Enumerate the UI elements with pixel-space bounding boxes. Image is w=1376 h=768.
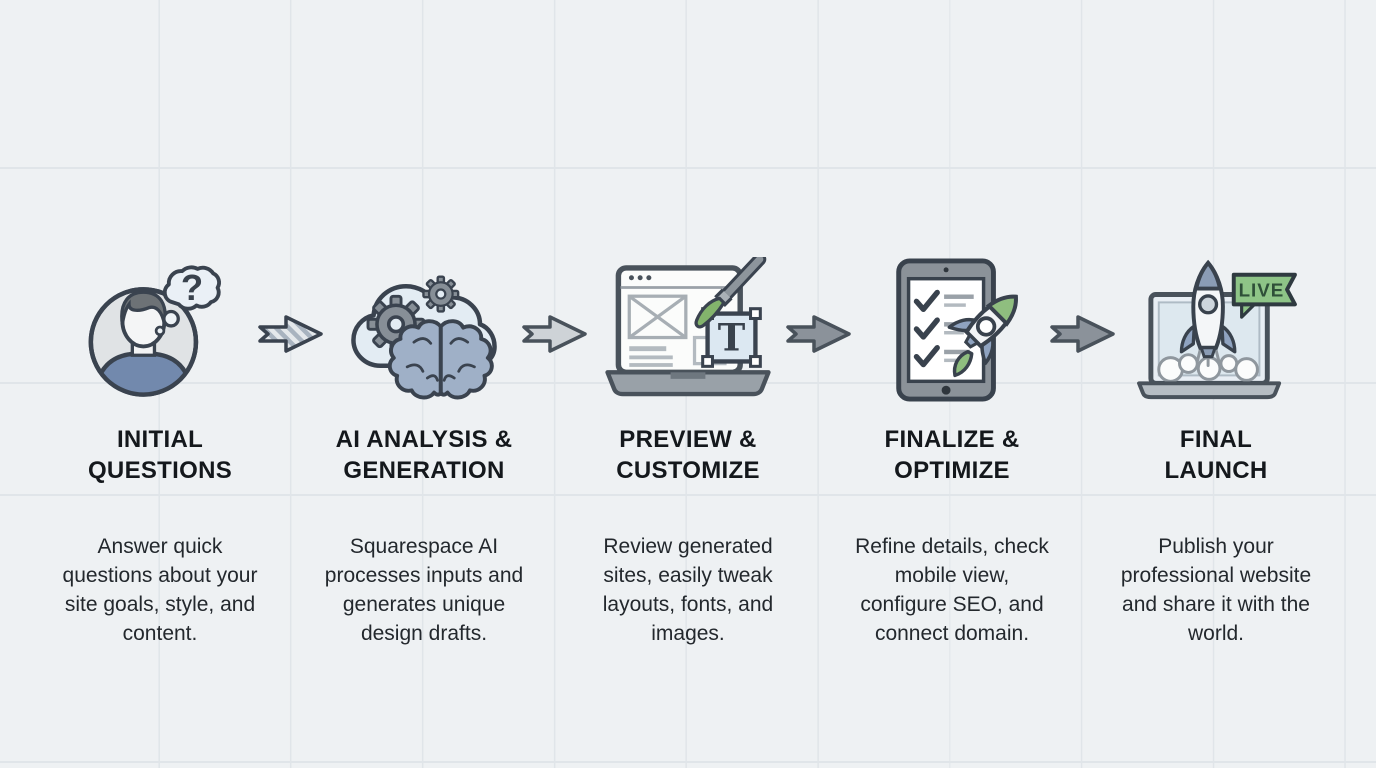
step-title-line: FINAL xyxy=(1179,426,1253,453)
step-title-line: AI ANALYSIS & xyxy=(335,426,513,453)
text-tool-glyph: T xyxy=(718,316,746,360)
arrow-slot xyxy=(786,255,851,405)
gear-small-icon xyxy=(422,275,460,313)
thought-dot-small xyxy=(154,325,166,337)
question-mark: ? xyxy=(181,267,203,308)
arrow-slot xyxy=(522,255,587,405)
cloud-gears-brain-icon xyxy=(351,275,497,400)
step-title: FINALIZE & OPTIMIZE xyxy=(885,424,1020,486)
live-badge: LIVE xyxy=(1231,272,1297,319)
step-description: Refine details, check mobile view, confi… xyxy=(855,535,1049,646)
step-title: AI ANALYSIS & GENERATION xyxy=(336,424,513,486)
step-finalize-optimize: FINALIZE & OPTIMIZE Refine details, chec… xyxy=(847,255,1057,670)
step-description: Publish your professional website and sh… xyxy=(1120,535,1312,646)
smoke-clouds xyxy=(1157,353,1259,383)
step-icon-area xyxy=(873,255,1031,405)
live-badge-label: LIVE xyxy=(1239,279,1285,300)
step-icon-area: ? xyxy=(77,255,243,405)
arrow-right-icon xyxy=(786,315,851,353)
step-initial-questions: ? INITIAL QUESTIONS Answer quick questio… xyxy=(55,255,265,670)
paintbrush-icon xyxy=(694,257,767,329)
step-title-line: GENERATION xyxy=(343,457,505,485)
step-icon-area: T xyxy=(601,255,775,405)
arrow-right-icon xyxy=(522,315,587,353)
step-title-line: LAUNCH xyxy=(1164,457,1268,485)
step-title-line: INITIAL xyxy=(116,426,204,453)
avatar-hair xyxy=(120,290,167,325)
step-title-line: QUESTIONS xyxy=(87,457,233,485)
grid-line-horizontal xyxy=(0,494,1376,496)
grid-line-horizontal xyxy=(0,167,1376,169)
laptop-base xyxy=(1137,381,1282,400)
thought-dot-large xyxy=(162,309,180,328)
step-description: Squarespace AI processes inputs and gene… xyxy=(324,535,524,646)
step-title: INITIAL QUESTIONS xyxy=(88,424,232,486)
thought-bubble xyxy=(162,265,221,311)
image-placeholder xyxy=(627,294,688,340)
grid-line-horizontal xyxy=(0,761,1376,763)
brain-icon xyxy=(387,319,494,400)
step-icon-area xyxy=(340,255,508,405)
exhaust-leaf xyxy=(952,349,974,378)
workflow-steps: ? INITIAL QUESTIONS Answer quick questio… xyxy=(55,255,1321,670)
rocket-icon xyxy=(1179,259,1237,359)
step-preview-customize: T xyxy=(583,255,793,670)
rocket-icon xyxy=(947,294,1018,365)
arrow-slot xyxy=(258,255,323,405)
arrow-slot xyxy=(1050,255,1115,405)
step-title-line: OPTIMIZE xyxy=(894,457,1010,485)
step-description: Answer quick questions about your site g… xyxy=(62,535,258,646)
laptop-rocket-launch-icon: LIVE xyxy=(1137,259,1297,400)
user-question-icon: ? xyxy=(88,265,221,397)
step-title: PREVIEW & CUSTOMIZE xyxy=(616,424,760,486)
step-title-line: CUSTOMIZE xyxy=(616,457,760,485)
step-ai-analysis-generation: AI ANALYSIS & GENERATION Squarespace AI … xyxy=(319,255,529,670)
step-title-line: FINALIZE & xyxy=(884,426,1020,453)
arrow-right-icon xyxy=(258,315,323,353)
tablet-checklist-rocket-icon xyxy=(896,258,1018,402)
step-icon-area: LIVE xyxy=(1131,255,1301,405)
step-description: Review generated sites, easily tweak lay… xyxy=(602,535,774,646)
home-button xyxy=(941,385,951,395)
laptop-base xyxy=(605,370,771,397)
arrow-right-icon xyxy=(1050,315,1115,353)
browser-dots xyxy=(628,275,652,281)
laptop-paintbrush-text-icon: T xyxy=(605,257,771,397)
text-lines xyxy=(629,346,673,367)
step-title: FINAL LAUNCH xyxy=(1164,424,1267,486)
step-title-line: PREVIEW & xyxy=(619,426,757,453)
avatar-shoulders xyxy=(92,351,195,395)
step-final-launch: LIVE FINAL LAUNCH Publish your professio… xyxy=(1111,255,1321,670)
